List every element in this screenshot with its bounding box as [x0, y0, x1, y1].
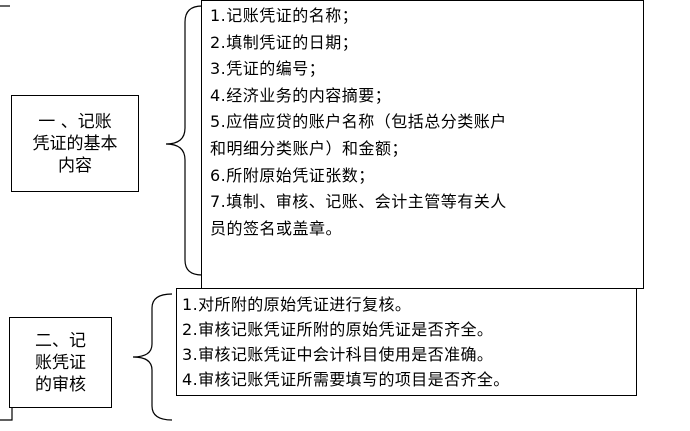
section-a-item: 1.记账凭证的名称；	[210, 6, 359, 25]
brace-section-b	[132, 293, 173, 421]
section-b-title-line: 的审核	[35, 374, 86, 395]
section-a-title-line: 内容	[58, 155, 92, 176]
section-b-items-box: 1.对所附的原始凭证进行复核。 2.审核记账凭证所附的原始凭证是否齐全。 3.审…	[176, 288, 637, 396]
section-a-item: 4.经济业务的内容摘要；	[210, 85, 392, 105]
section-a-items-box: 1.记账凭证的名称； 2.填制凭证的日期； 3.凭证的编号； 4.经济业务的内容…	[201, 0, 644, 289]
bottom-left-edge-line	[0, 402, 13, 421]
section-b-item: 4.审核记账凭证所需要填写的项目是否齐全。	[182, 370, 510, 389]
section-a-item: 3.凭证的编号；	[210, 59, 326, 79]
section-a-title-line: 凭证的基本	[32, 133, 118, 154]
section-a-item: 6.所附原始凭证张数；	[210, 165, 375, 185]
section-a-title: 一 、记账 凭证的基本 内容	[33, 111, 118, 177]
brace-section-a	[165, 5, 203, 276]
section-a-item: 5.应借应贷的账户名称（包括总分类账户	[210, 112, 507, 132]
section-b-title-box: 二、记 账凭证 的审核	[9, 317, 112, 408]
section-a-item: 2.填制凭证的日期；	[210, 32, 359, 52]
section-a-item: 员的签名或盖章。	[210, 218, 343, 238]
section-a-item: 和明细分类账户）和金额；	[210, 138, 409, 158]
section-a-item: 7.填制、审核、记账、会计主管等有关人	[210, 192, 507, 212]
section-b-title-line: 账凭证	[35, 352, 86, 373]
section-b-item: 1.对所附的原始凭证进行复核。	[182, 295, 412, 314]
section-b-item: 3.审核记账凭证中会计科目使用是否准确。	[182, 345, 494, 364]
section-b-title: 二、记 账凭证 的审核	[35, 330, 86, 396]
section-b-title-line: 二、记	[35, 330, 86, 351]
section-b-item: 2.审核记账凭证所附的原始凭证是否齐全。	[182, 320, 494, 339]
section-a-title-line: 一 、记账	[38, 111, 112, 132]
section-a-title-box: 一 、记账 凭证的基本 内容	[11, 95, 139, 192]
